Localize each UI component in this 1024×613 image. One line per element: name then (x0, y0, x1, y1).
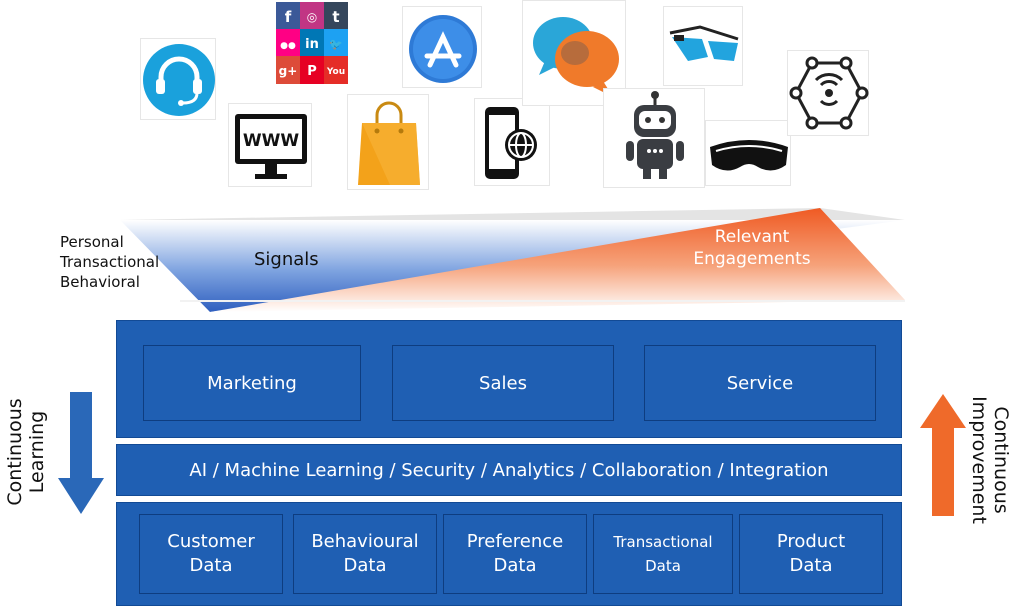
shopping-bag-icon (358, 101, 420, 185)
iot-hub-icon (789, 56, 869, 130)
data-preference-label: Preference Data (466, 531, 564, 576)
svg-text:WWW: WWW (243, 131, 300, 151)
www-monitor-icon: WWW (235, 114, 307, 179)
engagements-label: Relevant Engagements (693, 227, 811, 269)
improvement-arrow-up-icon (920, 394, 966, 516)
iot-hub-tile (787, 50, 869, 136)
vr-headset-icon (710, 140, 788, 171)
data-behavioural-label: Behavioural Data (311, 531, 419, 576)
data-product-label: Product Data (776, 531, 846, 576)
capabilities-text: AI / Machine Learning / Security / Analy… (189, 459, 829, 481)
social-letter: ◎ (307, 10, 317, 24)
social-media-grid-icon: f ◎ t ●● in 🐦 g+ P You (276, 2, 348, 84)
robot-icon (626, 91, 684, 179)
headset-icon-tile (140, 38, 216, 120)
data-customer-label: Customer Data (167, 531, 255, 576)
data-product: Product Data (739, 514, 883, 594)
app-store-icon (409, 15, 477, 83)
social-letter: ●● (280, 41, 296, 51)
chat-bubbles-icon (533, 17, 619, 97)
channel-marketing-label: Marketing (207, 372, 297, 394)
signal-type-labels: Personal Transactional Behavioral (60, 232, 159, 292)
social-letter: f (285, 8, 292, 26)
data-panel: Customer Data Behavioural Data Preferenc… (116, 502, 902, 606)
data-transactional: Transactional Data (593, 514, 733, 594)
app-store-tile (402, 6, 482, 88)
data-preference: Preference Data (443, 514, 587, 594)
continuous-improvement-label: Continuous Improvement (968, 396, 1012, 524)
smart-glasses-tile (663, 6, 743, 86)
shopping-bag-tile (347, 94, 429, 190)
channel-sales-label: Sales (479, 372, 527, 394)
channel-sales: Sales (392, 345, 614, 421)
channel-service-label: Service (726, 372, 794, 394)
social-letter: P (307, 64, 317, 79)
social-letter: in (305, 37, 319, 52)
signal-type-behavioral: Behavioral (60, 273, 140, 291)
signal-type-personal: Personal (60, 233, 124, 251)
social-media-grid-tile: f ◎ t ●● in 🐦 g+ P You (276, 2, 348, 84)
social-letter: t (332, 8, 339, 26)
robot-tile (603, 88, 705, 188)
continuous-learning-label: Continuous Learning (4, 398, 48, 506)
engagements-wedge (210, 208, 905, 312)
data-customer: Customer Data (139, 514, 283, 594)
mobile-web-tile (474, 98, 550, 186)
learning-arrow-down-icon (58, 392, 104, 514)
data-behavioural: Behavioural Data (293, 514, 437, 594)
capabilities-panel: AI / Machine Learning / Security / Analy… (116, 444, 902, 496)
vr-headset-tile (705, 120, 791, 186)
band-base (180, 300, 905, 302)
social-letter: You (326, 67, 345, 77)
www-monitor-tile: WWW (228, 103, 312, 187)
signal-type-transactional: Transactional (60, 253, 160, 271)
mobile-web-icon (485, 107, 537, 179)
channels-panel: Marketing Sales Service (116, 320, 902, 438)
band-top-plane (120, 208, 905, 220)
smart-glasses-icon (669, 25, 739, 61)
social-letter: g+ (279, 64, 298, 78)
headset-icon (143, 44, 215, 116)
chat-bubbles-tile (522, 0, 626, 106)
signals-engagements-band (120, 208, 905, 312)
social-letter: 🐦 (329, 38, 343, 51)
data-transactional-label: Transactional Data (613, 533, 713, 575)
channel-marketing: Marketing (143, 345, 361, 421)
channel-service: Service (644, 345, 876, 421)
signals-label: Signals (254, 249, 319, 270)
